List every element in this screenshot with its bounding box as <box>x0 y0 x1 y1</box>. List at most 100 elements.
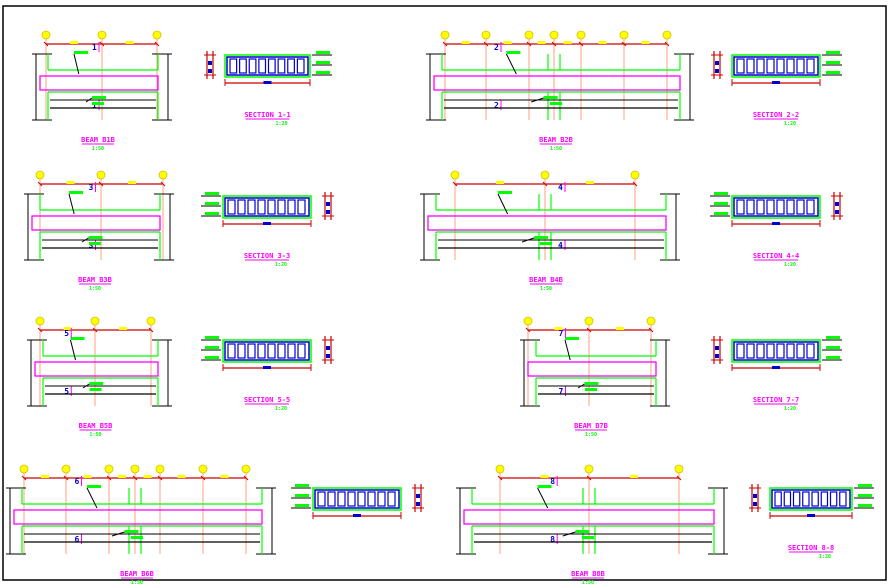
stirrup <box>736 343 745 359</box>
grid-bubble-icon <box>495 464 505 474</box>
section-concrete <box>224 54 311 78</box>
dimension-value <box>326 354 330 358</box>
span-dimension-text <box>630 475 638 478</box>
section-scale: 1:20 <box>784 406 796 412</box>
grid-bubble-icon <box>35 316 45 326</box>
stirrup <box>258 58 267 74</box>
stirrup <box>776 343 785 359</box>
span-dimension-text <box>177 475 186 478</box>
rebar-annotation <box>540 242 552 245</box>
section-mark-bottom: 7 <box>559 387 564 396</box>
dimension-value <box>208 61 212 65</box>
grid-bubble-icon <box>646 316 656 326</box>
grid-bubble-icon <box>630 170 640 180</box>
stirrup <box>774 491 782 507</box>
stirrup <box>756 58 765 74</box>
stirrup <box>756 343 765 359</box>
dimension-tick <box>154 41 160 47</box>
dimension-tick <box>148 327 154 333</box>
dimension-value <box>835 210 839 214</box>
grid-bubble-icon <box>524 30 534 40</box>
span-dimension-text <box>41 475 49 478</box>
rebar-annotation <box>826 336 840 339</box>
stirrup <box>277 58 286 74</box>
stirrup <box>746 343 755 359</box>
dimension-value <box>326 202 330 206</box>
stirrup <box>267 343 276 359</box>
grid-bubble-icon <box>146 316 156 326</box>
section-stirrup-outer <box>771 489 851 509</box>
stirrup <box>277 343 286 359</box>
dimension-value <box>416 494 420 498</box>
grid-bubble-icon <box>450 170 460 180</box>
dimension-tick <box>664 41 670 47</box>
rebar-annotation <box>92 96 106 99</box>
section-scale: 1:20 <box>275 262 287 268</box>
beam-outline <box>39 75 159 91</box>
grid-bubble-icon <box>96 170 106 180</box>
rebar-annotation <box>858 484 872 487</box>
rebar-annotation <box>316 61 330 64</box>
rebar-annotation <box>69 191 83 194</box>
leader-line <box>73 53 80 75</box>
rebar-annotation <box>714 202 728 205</box>
grid-bubble-icon <box>549 30 559 40</box>
section-mark-top: 2 <box>494 43 499 52</box>
span-dimension-text <box>563 41 572 44</box>
grid-bubble-icon <box>241 464 251 474</box>
span-dimension-text <box>537 41 546 44</box>
grid-bubble-icon <box>662 30 672 40</box>
stirrup <box>736 58 745 74</box>
section-concrete <box>731 54 821 78</box>
cross-section-s8: SECTION 8-81:20 <box>749 484 874 560</box>
stirrup <box>387 491 396 507</box>
span-dimension-text <box>598 41 607 44</box>
dimension-tick <box>98 181 104 187</box>
dimension-value <box>772 222 780 225</box>
dimension-tick <box>621 41 627 47</box>
section-mark-bottom: 5 <box>64 387 69 396</box>
rebar-annotation <box>543 96 558 99</box>
span-dimension-text <box>220 475 229 478</box>
stirrup <box>267 199 276 215</box>
section-mark-top: 1 <box>92 43 97 52</box>
grid-bubble-icon <box>104 464 114 474</box>
beam-scale: 1:50 <box>89 286 101 292</box>
rebar-annotation <box>295 484 309 487</box>
beam-title: BEAM B1B <box>81 136 115 144</box>
dimension-value <box>263 81 272 84</box>
span-dimension-text <box>616 327 624 330</box>
dimension-value <box>326 346 330 350</box>
stirrup <box>227 199 236 215</box>
rebar-annotation <box>565 337 579 340</box>
dimension-tick <box>586 475 592 481</box>
stirrup <box>367 491 376 507</box>
section-title: SECTION 3-3 <box>244 252 290 260</box>
dimension-value <box>353 514 361 517</box>
section-stirrup-outer <box>733 341 819 361</box>
section-mark-bottom: 1 <box>92 101 97 110</box>
grid-bubble-icon <box>481 30 491 40</box>
dimension-value <box>772 81 780 84</box>
span-dimension-text <box>125 41 134 44</box>
section-concrete <box>312 487 402 511</box>
section-title: SECTION 7-7 <box>753 396 799 404</box>
rebar-annotation <box>826 346 840 349</box>
dimension-tick <box>676 475 682 481</box>
leader-line <box>86 487 98 509</box>
stirrup <box>296 58 305 74</box>
stirrup <box>776 199 785 215</box>
beam-title: BEAM B5B <box>79 422 113 430</box>
rebar-annotation <box>89 382 104 385</box>
dimension-tick <box>99 41 105 47</box>
leader-line <box>537 487 549 509</box>
stirrup <box>237 199 246 215</box>
stirrup <box>337 491 346 507</box>
dimension-tick <box>452 181 458 187</box>
rebar-annotation <box>582 536 594 539</box>
leader-line <box>68 193 75 215</box>
